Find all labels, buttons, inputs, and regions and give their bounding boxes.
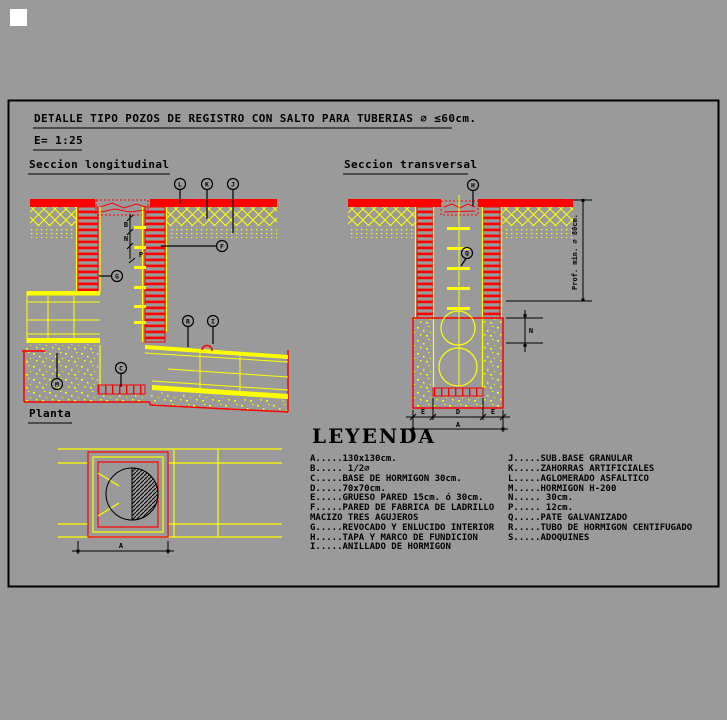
callouts-transversal: H Q (460, 178, 480, 267)
legend-item: B..... 1/2∅ (310, 464, 370, 474)
section-transversal: H Q Prof. min. ∅ 80cm. N (348, 178, 592, 432)
planta-cover (105, 467, 159, 521)
salto-dimension: N (506, 310, 543, 352)
section-longitudinal: B N P (22, 177, 289, 413)
svg-text:I: I (211, 318, 215, 326)
white-marker-square (10, 9, 27, 26)
section-planta: A (58, 448, 282, 554)
dim-n: N (124, 235, 128, 243)
legend-item: A.....130x130cm. (310, 454, 397, 464)
legend-item: M.....HORMIGON H-200 (508, 484, 616, 494)
salto-label: N (529, 327, 533, 335)
concrete-ring (201, 344, 213, 352)
depth-label: Prof. min. ∅ 80cm. (571, 214, 579, 290)
svg-text:R: R (186, 318, 190, 326)
drawing-title: DETALLE TIPO POZOS DE REGISTRO CON SALTO… (34, 112, 476, 125)
legend-item: D.....70x70cm. (310, 484, 386, 494)
drawing-scale: E= 1:25 (34, 134, 83, 147)
callout-asphalt: L (173, 177, 187, 204)
brick-walls-trans (414, 195, 503, 388)
base-strip-trans (432, 387, 484, 397)
svg-text:C: C (119, 365, 123, 373)
legend: LEYENDA A.....130x130cm. B..... 1/2∅ C..… (310, 424, 693, 552)
callouts-longitudinal: L K J F G R I C M (50, 177, 240, 391)
legend-item: H.....TAPA Y MARCO DE FUNDICION (310, 533, 478, 543)
callout-plaster: G (99, 269, 124, 283)
dim-d: D (456, 408, 460, 416)
label-longitudinal: Seccion longitudinal (29, 158, 169, 171)
legend-right-column: J.....SUB.BASE GRANULAR K.....ZAHORRAS A… (508, 454, 693, 543)
label-transversal: Seccion transversal (344, 158, 477, 171)
legend-left-column: A.....130x130cm. B..... 1/2∅ C.....BASE … (310, 454, 495, 552)
callout-base: C (114, 361, 128, 387)
concrete-beds-long (22, 344, 289, 413)
concrete-surround (412, 310, 504, 409)
dim-e1: E (421, 408, 425, 416)
legend-item: J.....SUB.BASE GRANULAR (508, 454, 633, 464)
legend-item: R.....TUBO DE HORMIGON CENTIFUGADO (508, 523, 693, 533)
surface-layers (30, 199, 277, 238)
svg-text:L: L (178, 181, 182, 189)
pates-trans (447, 227, 470, 310)
brick-walls-long (75, 206, 168, 386)
svg-text:H: H (471, 182, 475, 190)
legend-item: S.....ADOQUINES (508, 533, 589, 543)
dim-e2: E (491, 408, 495, 416)
legend-item: C.....BASE DE HORMIGON 30cm. (310, 474, 462, 484)
planta-dimension: A (72, 541, 174, 554)
callout-pipe: R (181, 314, 195, 347)
legend-item: L.....AGLOMERADO ASFALTICO (508, 474, 649, 484)
callout-ring: I (206, 314, 220, 344)
callout-pate: Q (460, 246, 474, 267)
bottom-dimensions: E D E A (406, 398, 510, 432)
planta-width-label: A (119, 542, 124, 550)
dim-a-total: A (456, 421, 461, 429)
pipe-section-lower (438, 347, 478, 387)
svg-text:Q: Q (465, 250, 469, 258)
planta-mid-square (92, 456, 164, 533)
depth-dimension: Prof. min. ∅ 80cm. (506, 199, 592, 302)
callout-zahorras: K (200, 177, 214, 219)
planta-outer-square (87, 451, 169, 538)
label-planta: Planta (29, 407, 71, 420)
drawing-frame-border (7, 99, 720, 588)
incoming-pipe (26, 291, 100, 343)
svg-text:J: J (231, 181, 235, 189)
title-block: DETALLE TIPO POZOS DE REGISTRO CON SALTO… (33, 112, 476, 151)
callout-subbase: J (226, 177, 240, 233)
legend-item: Q.....PATE GALVANIZADO (508, 513, 628, 523)
dim-p: P (139, 251, 143, 259)
legend-item: MACIZO TRES AGUJEROS (310, 513, 418, 523)
callout-concrete: M (50, 353, 64, 391)
legend-item: E.....GRUESO PARED 15cm. ó 30cm. (310, 492, 483, 503)
svg-text:G: G (115, 273, 119, 281)
svg-text:K: K (205, 181, 209, 189)
cover-detail-long (95, 199, 149, 216)
callout-cover: H (466, 178, 480, 206)
legend-item: P..... 12cm. (508, 503, 573, 513)
planta-funnel (97, 472, 120, 517)
legend-item: I.....ANILLADO DE HORMIGON (310, 542, 451, 552)
svg-text:M: M (55, 381, 59, 389)
legend-item: F.....PARED DE FABRICA DE LADRILLO (310, 503, 495, 513)
pipe-section-upper (440, 310, 476, 346)
svg-text:F: F (220, 243, 224, 251)
legend-item: G.....REVOCADO Y ENLUCIDO INTERIOR (310, 523, 495, 533)
legend-item: K.....ZAHORRAS ARTIFICIALES (508, 464, 654, 474)
surface-layers-t (348, 199, 573, 238)
pates-long (134, 226, 146, 324)
legend-heading: LEYENDA (312, 424, 436, 448)
outgoing-pipe (144, 344, 289, 399)
dim-b: B (124, 221, 128, 229)
callout-brick-wall: F (161, 239, 229, 253)
shaft-dimension-chain: B N P (124, 214, 143, 264)
legend-item: N..... 30cm. (508, 493, 573, 503)
